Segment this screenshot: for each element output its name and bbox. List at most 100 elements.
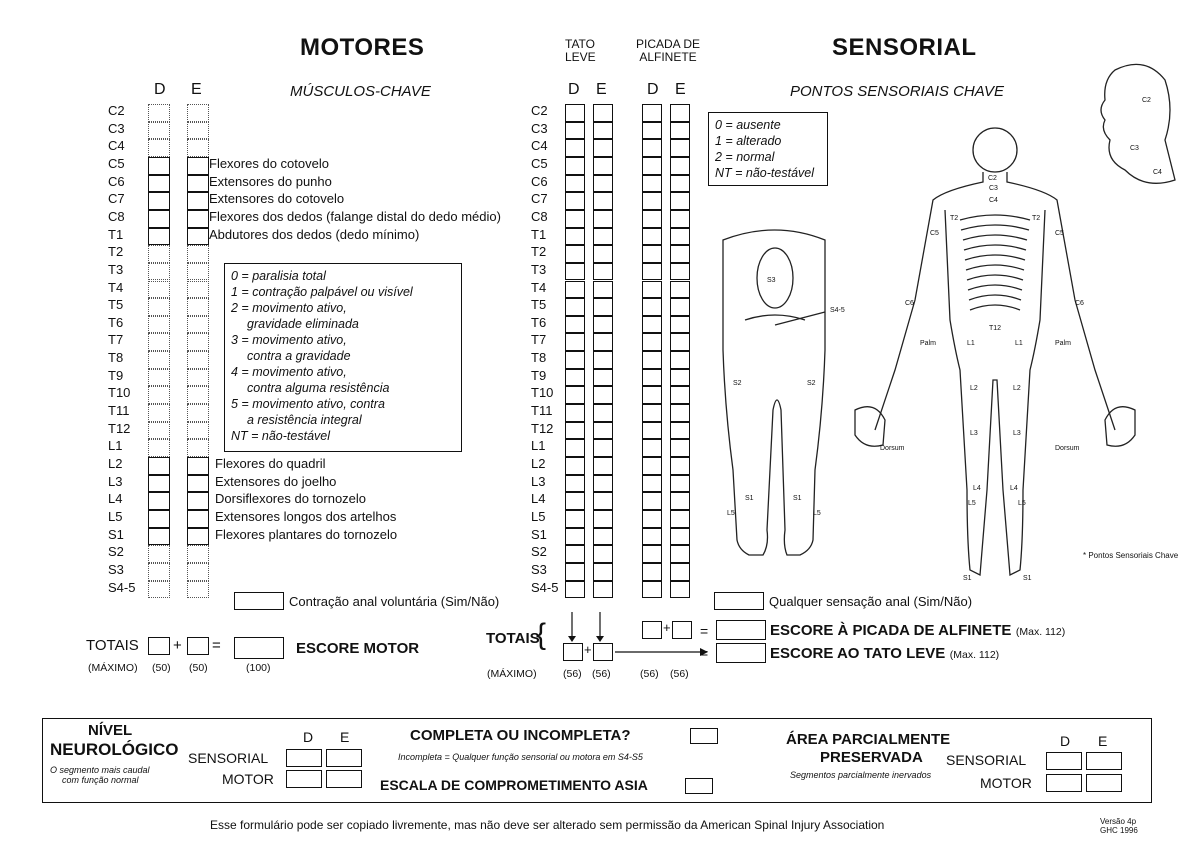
sensory-box-pp-e[interactable] [670, 174, 690, 193]
sensory-box-lt-e[interactable] [593, 351, 613, 369]
sensory-box-lt-e[interactable] [593, 280, 613, 299]
sensory-box-pp-d[interactable] [642, 421, 662, 440]
motor-score-box-e[interactable] [187, 457, 209, 475]
sensory-box-pp-d[interactable] [642, 139, 662, 157]
sensory-box-pp-e[interactable] [670, 492, 690, 510]
sensory-box-lt-d[interactable] [565, 562, 585, 581]
sensory-box-lt-d[interactable] [565, 527, 585, 546]
motor-score-box-d[interactable] [148, 457, 170, 475]
sensory-box-lt-e[interactable] [593, 562, 613, 581]
sensory-box-pp-e[interactable] [670, 280, 690, 299]
zpp-motor-e-input[interactable] [1086, 774, 1122, 792]
sensory-box-lt-d[interactable] [565, 333, 585, 352]
zpp-motor-d-input[interactable] [1046, 774, 1082, 792]
sensory-box-pp-d[interactable] [642, 474, 662, 493]
sensory-box-lt-d[interactable] [565, 227, 585, 246]
motor-score-box-e[interactable] [187, 156, 209, 175]
sensory-box-pp-e[interactable] [670, 333, 690, 352]
sensory-box-lt-d[interactable] [565, 474, 585, 493]
sensory-box-lt-d[interactable] [565, 262, 585, 281]
zpp-sensorial-e-input[interactable] [1086, 752, 1122, 770]
pp-total-e-input[interactable] [672, 621, 692, 639]
sensory-box-lt-d[interactable] [565, 104, 585, 122]
sensory-box-lt-e[interactable] [593, 474, 613, 493]
sensory-box-pp-e[interactable] [670, 457, 690, 475]
sensory-box-pp-d[interactable] [642, 104, 662, 122]
neuro-sensorial-d-input[interactable] [286, 749, 322, 767]
sensory-box-pp-e[interactable] [670, 386, 690, 405]
sensory-box-pp-d[interactable] [642, 280, 662, 299]
sensory-box-pp-d[interactable] [642, 174, 662, 193]
sensory-box-lt-d[interactable] [565, 209, 585, 228]
sensory-box-lt-d[interactable] [565, 509, 585, 528]
sensory-box-lt-e[interactable] [593, 457, 613, 475]
motor-score-box-d[interactable] [148, 192, 170, 210]
sensory-box-pp-e[interactable] [670, 298, 690, 316]
sensory-box-lt-d[interactable] [565, 121, 585, 140]
sensory-box-lt-d[interactable] [565, 156, 585, 175]
motor-score-box-e[interactable] [187, 209, 209, 228]
neuro-motor-d-input[interactable] [286, 770, 322, 788]
sensory-box-lt-d[interactable] [565, 245, 585, 263]
sensory-box-pp-d[interactable] [642, 562, 662, 581]
motor-score-box-d[interactable] [148, 227, 170, 246]
sensory-box-lt-d[interactable] [565, 139, 585, 157]
sensory-box-pp-d[interactable] [642, 439, 662, 457]
sensory-box-pp-d[interactable] [642, 457, 662, 475]
sensory-box-lt-e[interactable] [593, 492, 613, 510]
sensory-box-lt-e[interactable] [593, 245, 613, 263]
complete-incomplete-input[interactable] [690, 728, 718, 744]
motor-score-box-d[interactable] [148, 156, 170, 175]
sensory-box-lt-d[interactable] [565, 351, 585, 369]
asia-scale-input[interactable] [685, 778, 713, 794]
pp-total-d-input[interactable] [642, 621, 662, 639]
sensory-box-lt-d[interactable] [565, 457, 585, 475]
sensory-box-lt-d[interactable] [565, 421, 585, 440]
sensory-box-lt-d[interactable] [565, 492, 585, 510]
sensory-box-lt-e[interactable] [593, 104, 613, 122]
sensory-box-pp-e[interactable] [670, 404, 690, 422]
motor-total-e-input[interactable] [187, 637, 209, 655]
sensory-box-pp-d[interactable] [642, 368, 662, 387]
motor-score-box-d[interactable] [148, 474, 170, 493]
sensory-box-lt-d[interactable] [565, 439, 585, 457]
sensory-box-pp-d[interactable] [642, 386, 662, 405]
sensory-box-pp-e[interactable] [670, 527, 690, 546]
sensory-box-pp-e[interactable] [670, 562, 690, 581]
sensory-box-pp-d[interactable] [642, 156, 662, 175]
sensory-box-lt-e[interactable] [593, 368, 613, 387]
anal-sensation-input[interactable] [714, 592, 764, 610]
sensory-box-lt-d[interactable] [565, 580, 585, 599]
sensory-box-lt-d[interactable] [565, 174, 585, 193]
sensory-box-pp-e[interactable] [670, 139, 690, 157]
sensory-box-pp-e[interactable] [670, 315, 690, 334]
sensory-box-pp-d[interactable] [642, 492, 662, 510]
sensory-box-pp-e[interactable] [670, 245, 690, 263]
sensory-box-pp-e[interactable] [670, 509, 690, 528]
motor-score-box-d[interactable] [148, 209, 170, 228]
sensory-box-lt-e[interactable] [593, 262, 613, 281]
sensory-box-lt-d[interactable] [565, 280, 585, 299]
sensory-box-pp-e[interactable] [670, 262, 690, 281]
sensory-box-pp-d[interactable] [642, 333, 662, 352]
sensory-box-pp-d[interactable] [642, 192, 662, 210]
sensory-box-pp-d[interactable] [642, 351, 662, 369]
pin-score-input[interactable] [716, 620, 766, 640]
lt-total-e-input[interactable] [593, 643, 613, 661]
sensory-box-pp-d[interactable] [642, 509, 662, 528]
sensory-box-pp-d[interactable] [642, 545, 662, 563]
sensory-box-lt-d[interactable] [565, 545, 585, 563]
sensory-box-lt-e[interactable] [593, 121, 613, 140]
sensory-box-lt-e[interactable] [593, 315, 613, 334]
sensory-box-lt-e[interactable] [593, 580, 613, 599]
motor-score-box-e[interactable] [187, 192, 209, 210]
motor-score-box-e[interactable] [187, 492, 209, 510]
sensory-box-pp-d[interactable] [642, 245, 662, 263]
sensory-box-pp-e[interactable] [670, 580, 690, 599]
motor-score-box-e[interactable] [187, 527, 209, 546]
sensory-box-pp-d[interactable] [642, 209, 662, 228]
sensory-box-pp-e[interactable] [670, 368, 690, 387]
sensory-box-lt-d[interactable] [565, 315, 585, 334]
sensory-box-lt-e[interactable] [593, 545, 613, 563]
sensory-box-lt-e[interactable] [593, 439, 613, 457]
